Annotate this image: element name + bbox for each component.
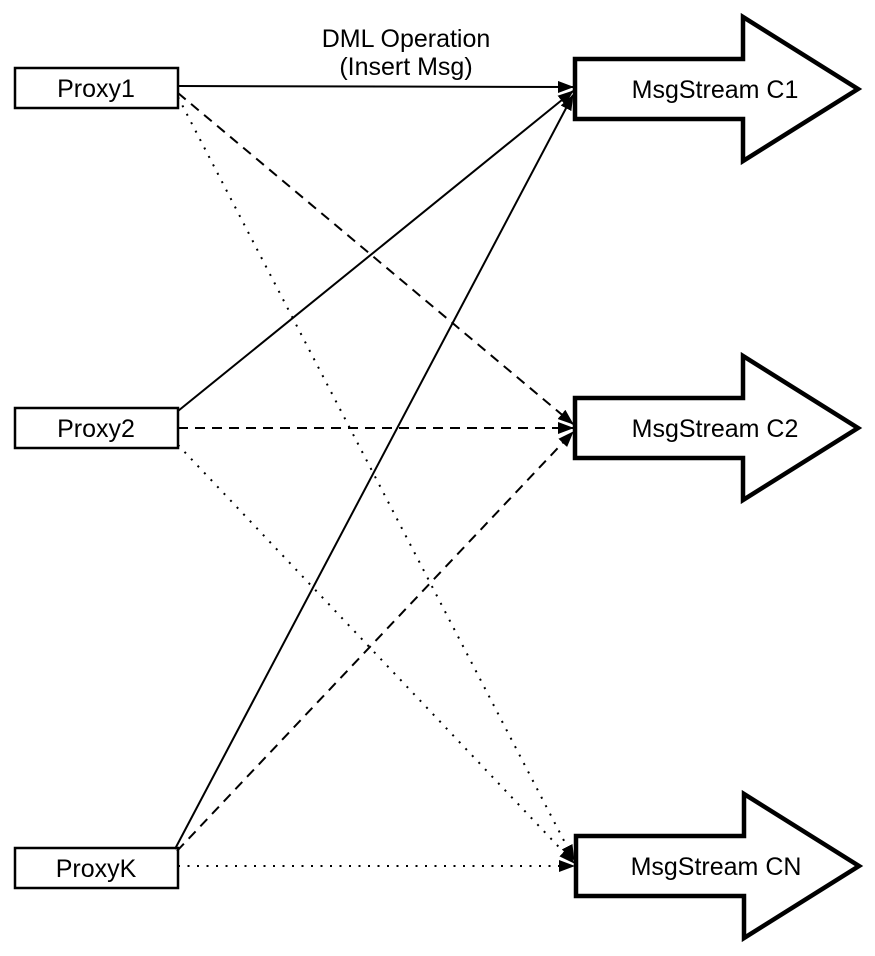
proxyk-label: ProxyK [56, 855, 137, 883]
node-msgstream-c1 [572, 12, 863, 166]
edge-proxyk-msgstream-c2 [176, 431, 574, 852]
edge-label-dml-operation-line1: DML Operation [322, 25, 491, 53]
proxy1-label: Proxy1 [57, 75, 135, 103]
node-msgstream-c2 [572, 351, 863, 505]
node-proxy2 [13, 406, 180, 450]
edge-proxy1-msgstream-c1 [177, 80, 574, 93]
node-proxy1 [13, 66, 180, 110]
proxy2-label: Proxy2 [57, 415, 135, 443]
edge-label-dml-operation-line2: (Insert Msg) [339, 53, 472, 81]
edges [174, 80, 575, 872]
proxy2-box [13, 406, 180, 450]
edge-proxy2-msgstream-cn [177, 444, 575, 864]
msgstream-c2-arrow-shape [572, 351, 863, 505]
msgstream-c1-arrow-shape [572, 12, 863, 166]
edge-proxyk-msgstream-c1 [174, 94, 574, 850]
proxyk-box [13, 846, 180, 890]
msgstream-cn-label: MsgStream CN [631, 853, 802, 881]
edge-proxy2-msgstream-c1 [177, 90, 574, 412]
edge-proxy1-msgstream-cn [177, 96, 575, 861]
msgstream-c2-label: MsgStream C2 [632, 415, 799, 443]
node-msgstream-cn [573, 789, 864, 943]
msgstream-cn-arrow-shape [573, 789, 864, 943]
edge-proxy1-msgstream-c2 [177, 92, 574, 425]
node-proxyk [13, 846, 180, 890]
proxy1-box [13, 66, 180, 110]
msgstream-c1-label: MsgStream C1 [632, 76, 799, 104]
